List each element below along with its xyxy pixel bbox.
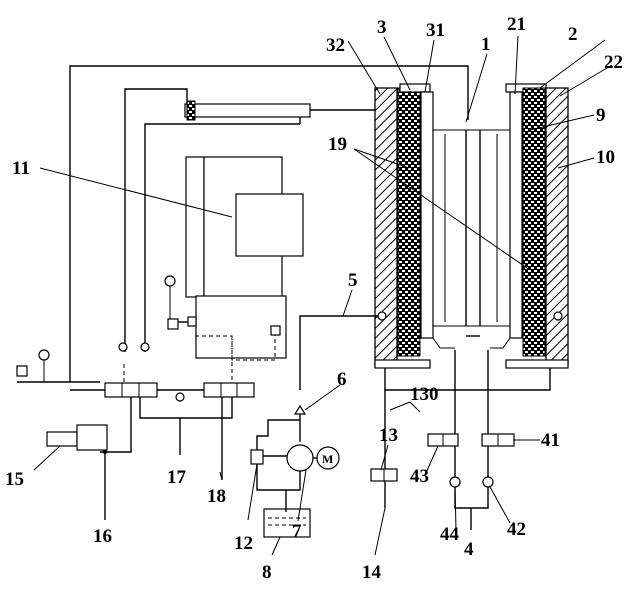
horizontal-cylinder — [124, 88, 378, 352]
clamping-unit-11 — [185, 156, 304, 359]
label-42: 42 — [507, 519, 526, 540]
feed-line-5 — [299, 311, 563, 390]
label-12: 12 — [234, 533, 253, 554]
label-3: 3 — [377, 17, 387, 38]
top-return-line — [69, 65, 469, 382]
label-41: 41 — [541, 430, 560, 451]
label-7: 7 — [292, 521, 302, 542]
relief-valve-15 — [16, 349, 108, 520]
label-10: 10 — [596, 147, 615, 168]
valve-41 — [481, 433, 515, 447]
label-31: 31 — [426, 20, 445, 41]
label-17: 17 — [167, 467, 187, 488]
label-1: 1 — [481, 34, 491, 55]
label-43: 43 — [410, 466, 429, 487]
label-44: 44 — [440, 524, 460, 545]
label-21: 21 — [507, 14, 526, 35]
label-9: 9 — [596, 105, 606, 126]
label-130: 130 — [410, 384, 439, 405]
label-2: 2 — [568, 24, 578, 45]
label-22: 22 — [604, 52, 623, 73]
motor-symbol: M — [322, 452, 333, 466]
motor-label: M — [322, 452, 333, 466]
label-6: 6 — [337, 369, 347, 390]
center-filter-chamber — [432, 129, 511, 349]
directional-valves — [70, 275, 281, 480]
right-filter-stack — [505, 83, 569, 369]
label-13: 13 — [379, 425, 398, 446]
drain-lines-130 — [384, 350, 551, 480]
left-filter-stack — [374, 83, 434, 369]
label-18: 18 — [207, 486, 226, 507]
label-5: 5 — [348, 270, 358, 291]
label-14: 14 — [362, 562, 382, 583]
outlet-4 — [449, 476, 494, 530]
label-16: 16 — [93, 526, 112, 547]
leader-lines — [33, 35, 613, 556]
label-32: 32 — [326, 35, 345, 56]
valve-43 — [427, 433, 459, 447]
label-8: 8 — [262, 562, 272, 583]
valve-13-14 — [370, 468, 398, 508]
label-15: 15 — [5, 469, 24, 490]
label-4: 4 — [464, 539, 474, 560]
label-11: 11 — [12, 158, 30, 179]
label-19: 19 — [328, 134, 347, 155]
pump-group — [250, 404, 340, 538]
